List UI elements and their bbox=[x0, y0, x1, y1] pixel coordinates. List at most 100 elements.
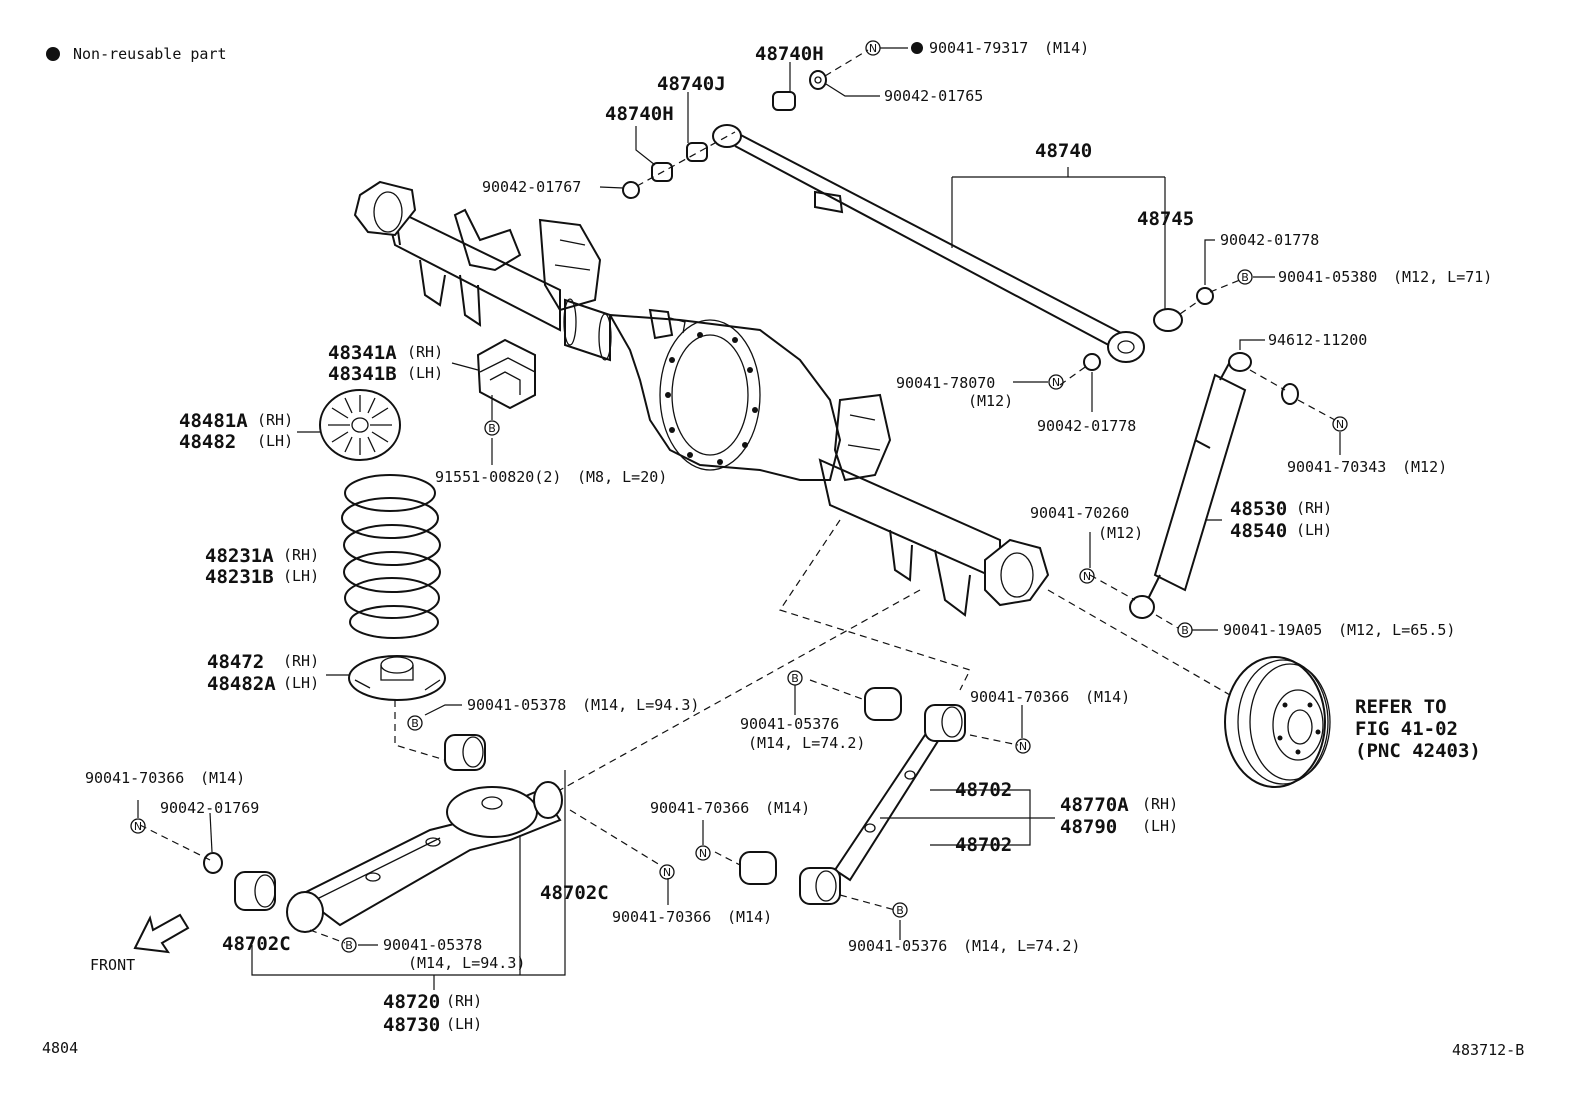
part-number[interactable]: 48472 bbox=[207, 651, 264, 673]
nut-symbol-letter: N bbox=[1336, 418, 1344, 431]
bump-stopper[interactable] bbox=[476, 338, 536, 410]
part-number[interactable]: 48702C bbox=[222, 933, 291, 955]
part-spec: (M14) bbox=[727, 908, 772, 926]
shock-absorber[interactable] bbox=[1129, 352, 1299, 619]
part-side: (LH) bbox=[1142, 817, 1178, 835]
spring-lower-insulator[interactable] bbox=[348, 655, 446, 701]
part-number[interactable]: 90041-05378 bbox=[383, 936, 482, 954]
part-spec: (M14, L=74.2) bbox=[963, 937, 1080, 955]
part-number[interactable]: 48482A bbox=[207, 673, 276, 695]
part-number[interactable]: 90042-01778 bbox=[1220, 231, 1319, 249]
part-spec: (M12) bbox=[1098, 524, 1143, 542]
part-number[interactable]: 90041-05380 bbox=[1278, 268, 1377, 286]
rod-bushings[interactable] bbox=[622, 70, 1214, 371]
nut-symbol-icon bbox=[695, 845, 711, 861]
bolt-symbol-icon bbox=[892, 902, 908, 918]
part-spec: (M12, L=71) bbox=[1393, 268, 1492, 286]
part-number[interactable]: 90041-79317 bbox=[929, 39, 1028, 57]
part-spec: (M12, L=65.5) bbox=[1338, 621, 1455, 639]
part-number[interactable]: 90042-01769 bbox=[160, 799, 259, 817]
bolt-symbol-icon bbox=[341, 937, 357, 953]
bolt-symbol-letter: B bbox=[1241, 271, 1249, 284]
lower-control-arm[interactable] bbox=[286, 781, 563, 933]
nut-symbol-icon bbox=[1015, 738, 1031, 754]
part-number[interactable]: 90041-70366 bbox=[612, 908, 711, 926]
part-number[interactable]: 48740 bbox=[1035, 140, 1092, 162]
part-number[interactable]: 90042-01778 bbox=[1037, 417, 1136, 435]
footer-right: 483712-B bbox=[1452, 1041, 1524, 1059]
part-number[interactable]: 48720 bbox=[383, 991, 440, 1013]
part-side: (LH) bbox=[407, 364, 443, 382]
part-number[interactable]: 48702C bbox=[540, 882, 609, 904]
part-side: (RH) bbox=[1296, 499, 1332, 517]
part-side: (LH) bbox=[283, 674, 319, 692]
nut-symbol-letter: N bbox=[869, 42, 877, 55]
part-number[interactable]: 90041-78070 bbox=[896, 374, 995, 392]
part-number[interactable]: 48730 bbox=[383, 1014, 440, 1036]
part-number[interactable]: 90042-01767 bbox=[482, 178, 581, 196]
refer-line: (PNC 42403) bbox=[1355, 740, 1481, 762]
legend-text: Non-reusable part bbox=[73, 45, 227, 63]
non-reusable-marker-icon bbox=[46, 47, 60, 61]
nut-symbol-icon bbox=[659, 864, 675, 880]
part-number[interactable]: 48231A bbox=[205, 545, 274, 567]
legend: Non-reusable part bbox=[46, 45, 227, 63]
refer-line: FIG 41-02 bbox=[1355, 718, 1458, 740]
part-number[interactable]: 48702 bbox=[955, 834, 1012, 856]
part-number[interactable]: 48482 bbox=[179, 431, 236, 453]
bolt-symbol-letter: B bbox=[411, 717, 419, 730]
bolt-symbol-icon bbox=[1237, 269, 1253, 285]
bolt-symbol-letter: B bbox=[791, 672, 799, 685]
nut-symbol-icon bbox=[1079, 568, 1095, 584]
coil-spring[interactable] bbox=[341, 474, 441, 639]
upper-control-arm[interactable] bbox=[739, 687, 966, 905]
bolt-symbol-letter: B bbox=[488, 422, 496, 435]
rear-axle-housing[interactable] bbox=[353, 180, 1050, 617]
part-number[interactable]: 48740H bbox=[605, 103, 674, 125]
part-spec: (M14, L=94.3) bbox=[408, 954, 525, 972]
bolt-symbol-letter: B bbox=[345, 939, 353, 952]
part-spec: (M14) bbox=[765, 799, 810, 817]
part-spec: (M14) bbox=[1044, 39, 1089, 57]
part-number[interactable]: 90042-01765 bbox=[884, 87, 983, 105]
part-number[interactable]: 48341B bbox=[328, 363, 397, 385]
brake-drum[interactable] bbox=[1224, 656, 1331, 788]
part-side: (RH) bbox=[1142, 795, 1178, 813]
bolt-symbols: B B B B B B B bbox=[341, 269, 1253, 953]
part-number[interactable]: 90041-70343 bbox=[1287, 458, 1386, 476]
nut-symbol-icon bbox=[1332, 416, 1348, 432]
part-side: (RH) bbox=[407, 343, 443, 361]
part-number[interactable]: 48790 bbox=[1060, 816, 1117, 838]
spring-upper-insulator[interactable] bbox=[319, 389, 401, 461]
part-number[interactable]: 90041-05376 bbox=[740, 715, 839, 733]
part-side: (RH) bbox=[283, 652, 319, 670]
bolt-symbol-letter: B bbox=[1181, 624, 1189, 637]
part-number[interactable]: 94612-11200 bbox=[1268, 331, 1367, 349]
front-label: FRONT bbox=[90, 956, 135, 974]
arm-bushings[interactable] bbox=[203, 734, 486, 911]
part-spec: (M14, L=94.3) bbox=[582, 696, 699, 714]
part-number[interactable]: 91551-00820(2) bbox=[435, 468, 561, 486]
part-labels: 48740H 48740J 48740H 90041-79317 (M14) 9… bbox=[85, 39, 1492, 1036]
nut-symbol-letter: N bbox=[663, 866, 671, 879]
part-spec: (M12) bbox=[1402, 458, 1447, 476]
part-number[interactable]: 90041-19A05 bbox=[1223, 621, 1322, 639]
part-number[interactable]: 90041-70260 bbox=[1030, 504, 1129, 522]
part-number[interactable]: 48530 bbox=[1230, 498, 1287, 520]
part-number[interactable]: 90041-05376 bbox=[848, 937, 947, 955]
part-number[interactable]: 48341A bbox=[328, 342, 397, 364]
part-spec: (M12) bbox=[968, 392, 1013, 410]
part-number[interactable]: 90041-70366 bbox=[85, 769, 184, 787]
part-number[interactable]: 48740H bbox=[755, 43, 824, 65]
part-number[interactable]: 48702 bbox=[955, 779, 1012, 801]
part-number[interactable]: 48740J bbox=[657, 73, 726, 95]
part-number[interactable]: 48231B bbox=[205, 566, 274, 588]
part-number[interactable]: 48770A bbox=[1060, 794, 1129, 816]
part-number[interactable]: 90041-05378 bbox=[467, 696, 566, 714]
part-number[interactable]: 48540 bbox=[1230, 520, 1287, 542]
part-number[interactable]: 48481A bbox=[179, 410, 248, 432]
part-number[interactable]: 90041-70366 bbox=[650, 799, 749, 817]
front-arrow-icon bbox=[133, 913, 190, 954]
part-number[interactable]: 48745 bbox=[1137, 208, 1194, 230]
part-number[interactable]: 90041-70366 bbox=[970, 688, 1069, 706]
